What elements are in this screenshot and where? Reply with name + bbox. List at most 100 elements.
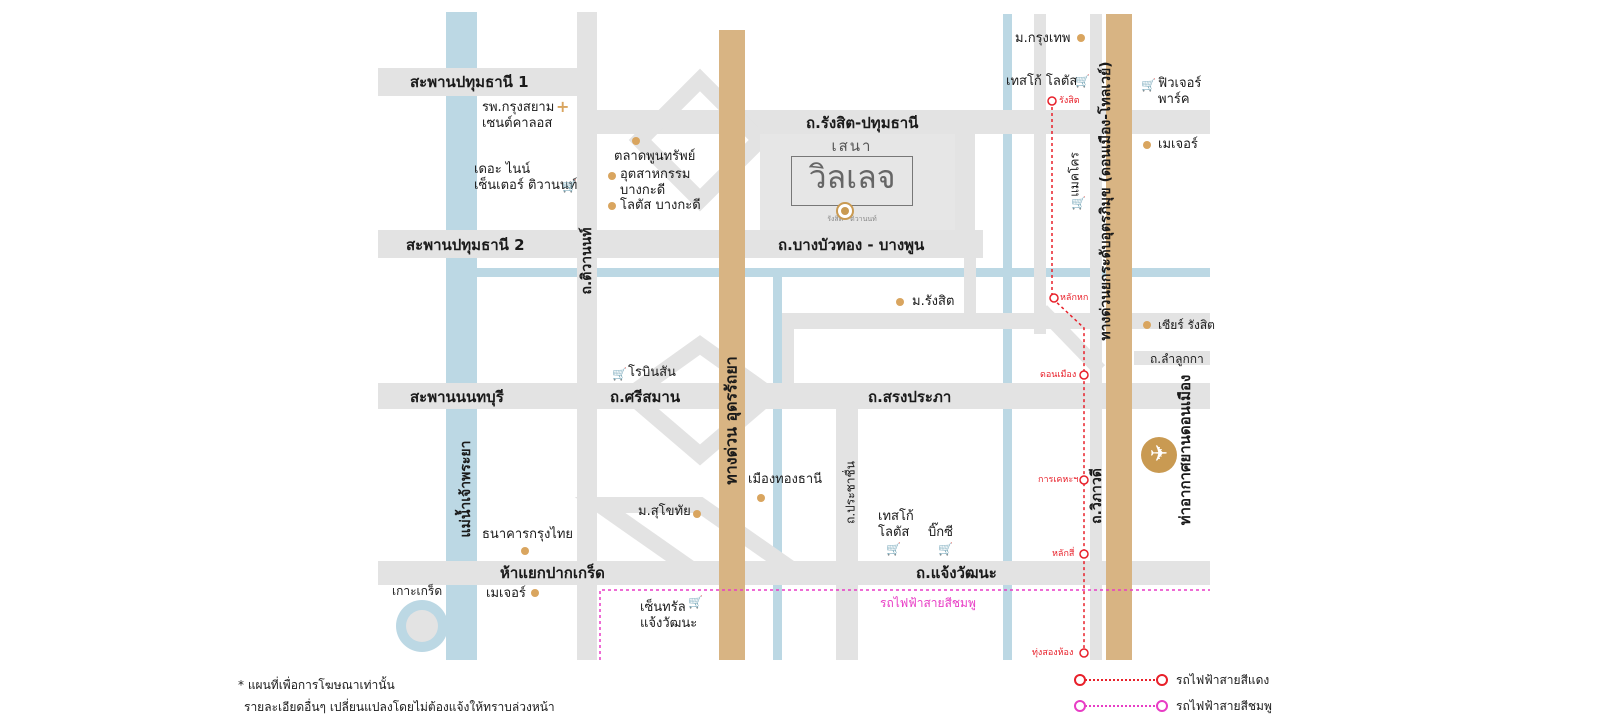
label-major-pakkret: เมเจอร์ bbox=[486, 586, 526, 601]
shopping-cart-icon: 🛒 bbox=[1071, 196, 1086, 210]
label-songprapa: ถ.สรงประภา bbox=[868, 388, 952, 406]
station-lak-si bbox=[1079, 549, 1089, 559]
station-rangsit bbox=[1047, 96, 1057, 106]
legend-red-ring-icon bbox=[1156, 674, 1168, 686]
note-line-2: รายละเอียดอื่นๆ เปลี่ยนแปลงโดยไม่ต้องแจ้… bbox=[244, 700, 555, 714]
chao-phraya-river bbox=[446, 12, 477, 660]
canal-vertical-1 bbox=[773, 277, 782, 660]
airplane-icon: ✈ bbox=[1141, 437, 1177, 473]
donmueang-tollway bbox=[1106, 14, 1132, 660]
label-ko-kret: เกาะเกร็ด bbox=[392, 584, 443, 598]
dot-icon bbox=[1143, 321, 1151, 329]
label-srisaman: ถ.ศรีสมาน bbox=[610, 388, 681, 406]
project-emblem-icon bbox=[836, 202, 854, 220]
label-future-park: ฟิวเจอร์ พาร์ค bbox=[1158, 76, 1202, 107]
label-central: เซ็นทรัล แจ้งวัฒนะ bbox=[640, 600, 698, 631]
shopping-cart-icon: 🛒 bbox=[1075, 74, 1090, 88]
project-logo-brand: เสนา bbox=[831, 137, 873, 155]
dot-icon bbox=[1077, 34, 1085, 42]
legend-pink-ring-icon bbox=[1156, 700, 1168, 712]
shopping-cart-icon: 🛒 bbox=[688, 595, 703, 609]
dot-icon bbox=[757, 494, 765, 502]
station-label-lak-hok: หลักหก bbox=[1060, 293, 1089, 303]
station-thung-song-hong bbox=[1079, 648, 1089, 658]
dot-icon bbox=[608, 172, 616, 180]
label-hospital: รพ.กรุงสยาม เซนต์คาลอส bbox=[482, 100, 555, 131]
label-prachachuen: ถ.ประชาชื่น bbox=[843, 461, 858, 524]
station-label-kan-kheha: การเคหะฯ bbox=[1038, 475, 1079, 485]
station-label-don-mueang: ดอนเมือง bbox=[1040, 370, 1077, 380]
label-muang-thong: เมืองทองธานี bbox=[748, 472, 823, 487]
label-saphan-nonthaburi: สะพานนนทบุรี bbox=[410, 388, 504, 406]
label-don-mueang-airport: ท่าอากาศยานดอนเมือง bbox=[1176, 374, 1194, 526]
road-tiwanon bbox=[577, 12, 597, 660]
label-pink-line: รถไฟฟ้าสายสีชมพู bbox=[880, 596, 976, 610]
dot-icon bbox=[531, 589, 539, 597]
road-local-6 bbox=[1090, 14, 1102, 660]
label-m-krungthep: ม.กรุงเทพ bbox=[1015, 31, 1071, 46]
station-don-mueang bbox=[1079, 370, 1089, 380]
label-saphan-pathum-2: สะพานปทุมธานี 2 bbox=[406, 236, 525, 254]
road-saphan-pathum-1 bbox=[378, 68, 578, 96]
station-label-rangsit: รังสิต bbox=[1059, 96, 1080, 106]
hospital-plus-icon: + bbox=[556, 97, 570, 116]
label-tesco-chaeng: เทสโก้ โลตัส bbox=[878, 509, 914, 540]
road-lamlukka bbox=[1134, 351, 1210, 365]
station-kan-kheha bbox=[1079, 475, 1089, 485]
label-lamlukka: ถ.ลำลูกกา bbox=[1150, 352, 1204, 366]
dot-icon bbox=[896, 298, 904, 306]
project-logo-location: รังสิต - ติวานนท์ bbox=[824, 214, 880, 225]
label-udonratthaya: ทางด่วน อุดรรัถยา bbox=[721, 356, 741, 485]
station-label-thung-song-hong: ทุ่งสองห้อง bbox=[1032, 648, 1074, 658]
shopping-cart-icon: 🛒 bbox=[1141, 78, 1156, 92]
red-line-stations bbox=[1047, 96, 1089, 658]
legend-red-line bbox=[1082, 679, 1162, 681]
label-tiwanon: ถ.ติวานนท์ bbox=[579, 227, 595, 295]
legend-pink-line bbox=[1082, 705, 1162, 707]
label-vibhavadi: ถ.วิภาวดี bbox=[1089, 468, 1105, 524]
label-zeer: เซียร์ รังสิต bbox=[1158, 318, 1215, 332]
legend-pink-ring-icon bbox=[1074, 700, 1086, 712]
label-makro: แมคโคร bbox=[1067, 152, 1082, 197]
road-network bbox=[378, 12, 1210, 660]
interchange-southwest bbox=[574, 497, 826, 583]
label-bangbuathong: ถ.บางบัวทอง - บางพูน bbox=[778, 236, 925, 254]
label-talad-phun: ตลาดพูนทรัพย์ bbox=[614, 149, 696, 164]
shopping-cart-icon: 🛒 bbox=[612, 367, 627, 381]
dot-icon bbox=[608, 202, 616, 210]
label-chaengwattana: ถ.แจ้งวัฒนะ bbox=[916, 564, 997, 582]
red-line-route bbox=[1051, 101, 1085, 655]
label-saphan-pathum-1: สะพานปทุมธานี 1 bbox=[410, 73, 529, 91]
project-logo-name: วิลเลจ bbox=[791, 156, 913, 206]
road-local-1 bbox=[955, 134, 975, 254]
dot-icon bbox=[632, 137, 640, 145]
label-rangsit-pathum: ถ.รังสิต-ปทุมธานี bbox=[806, 114, 919, 132]
udonratthaya-expressway bbox=[719, 30, 745, 660]
label-industrial: อุตสาหกรรม บางกะดี bbox=[620, 167, 691, 198]
label-robinson: โรบินสัน bbox=[628, 365, 676, 380]
diag-road-1 bbox=[1036, 305, 1106, 375]
label-bigc: บิ๊กซี bbox=[928, 525, 953, 540]
label-major: เมเจอร์ bbox=[1158, 137, 1198, 152]
shopping-cart-icon: 🛒 bbox=[886, 542, 901, 556]
road-local-4 bbox=[782, 313, 794, 383]
shopping-cart-icon: 🛒 bbox=[562, 179, 577, 193]
road-prachachuen bbox=[836, 409, 858, 660]
label-lotus-bangkadi: โลตัส บางกะดี bbox=[620, 198, 701, 213]
canal-horizontal bbox=[477, 268, 1210, 277]
dot-icon bbox=[693, 510, 701, 518]
dot-icon bbox=[1143, 141, 1151, 149]
pink-line-route bbox=[599, 589, 1210, 660]
legend-red-label: รถไฟฟ้าสายสีแดง bbox=[1176, 673, 1270, 687]
label-donmueang-tollway: ทางด่วนยกระดับอุตรภิมุข (ดอนเมือง-โทลเวย… bbox=[1098, 61, 1114, 341]
road-local-3 bbox=[782, 313, 1210, 329]
canal-vertical-2 bbox=[1003, 14, 1012, 660]
ko-kret-inner bbox=[406, 610, 438, 642]
label-pakkret-junction: ห้าแยกปากเกร็ด bbox=[500, 564, 605, 582]
road-saphan-pathum-2 bbox=[378, 230, 983, 258]
label-krungthai: ธนาคารกรุงไทย bbox=[482, 527, 574, 542]
legend-pink-label: รถไฟฟ้าสายสีชมพู bbox=[1176, 699, 1272, 713]
label-chao-phraya: แม่น้ำเจ้าพระยา bbox=[458, 440, 474, 538]
label-m-sukhothai: ม.สุโขทัย bbox=[638, 504, 691, 519]
